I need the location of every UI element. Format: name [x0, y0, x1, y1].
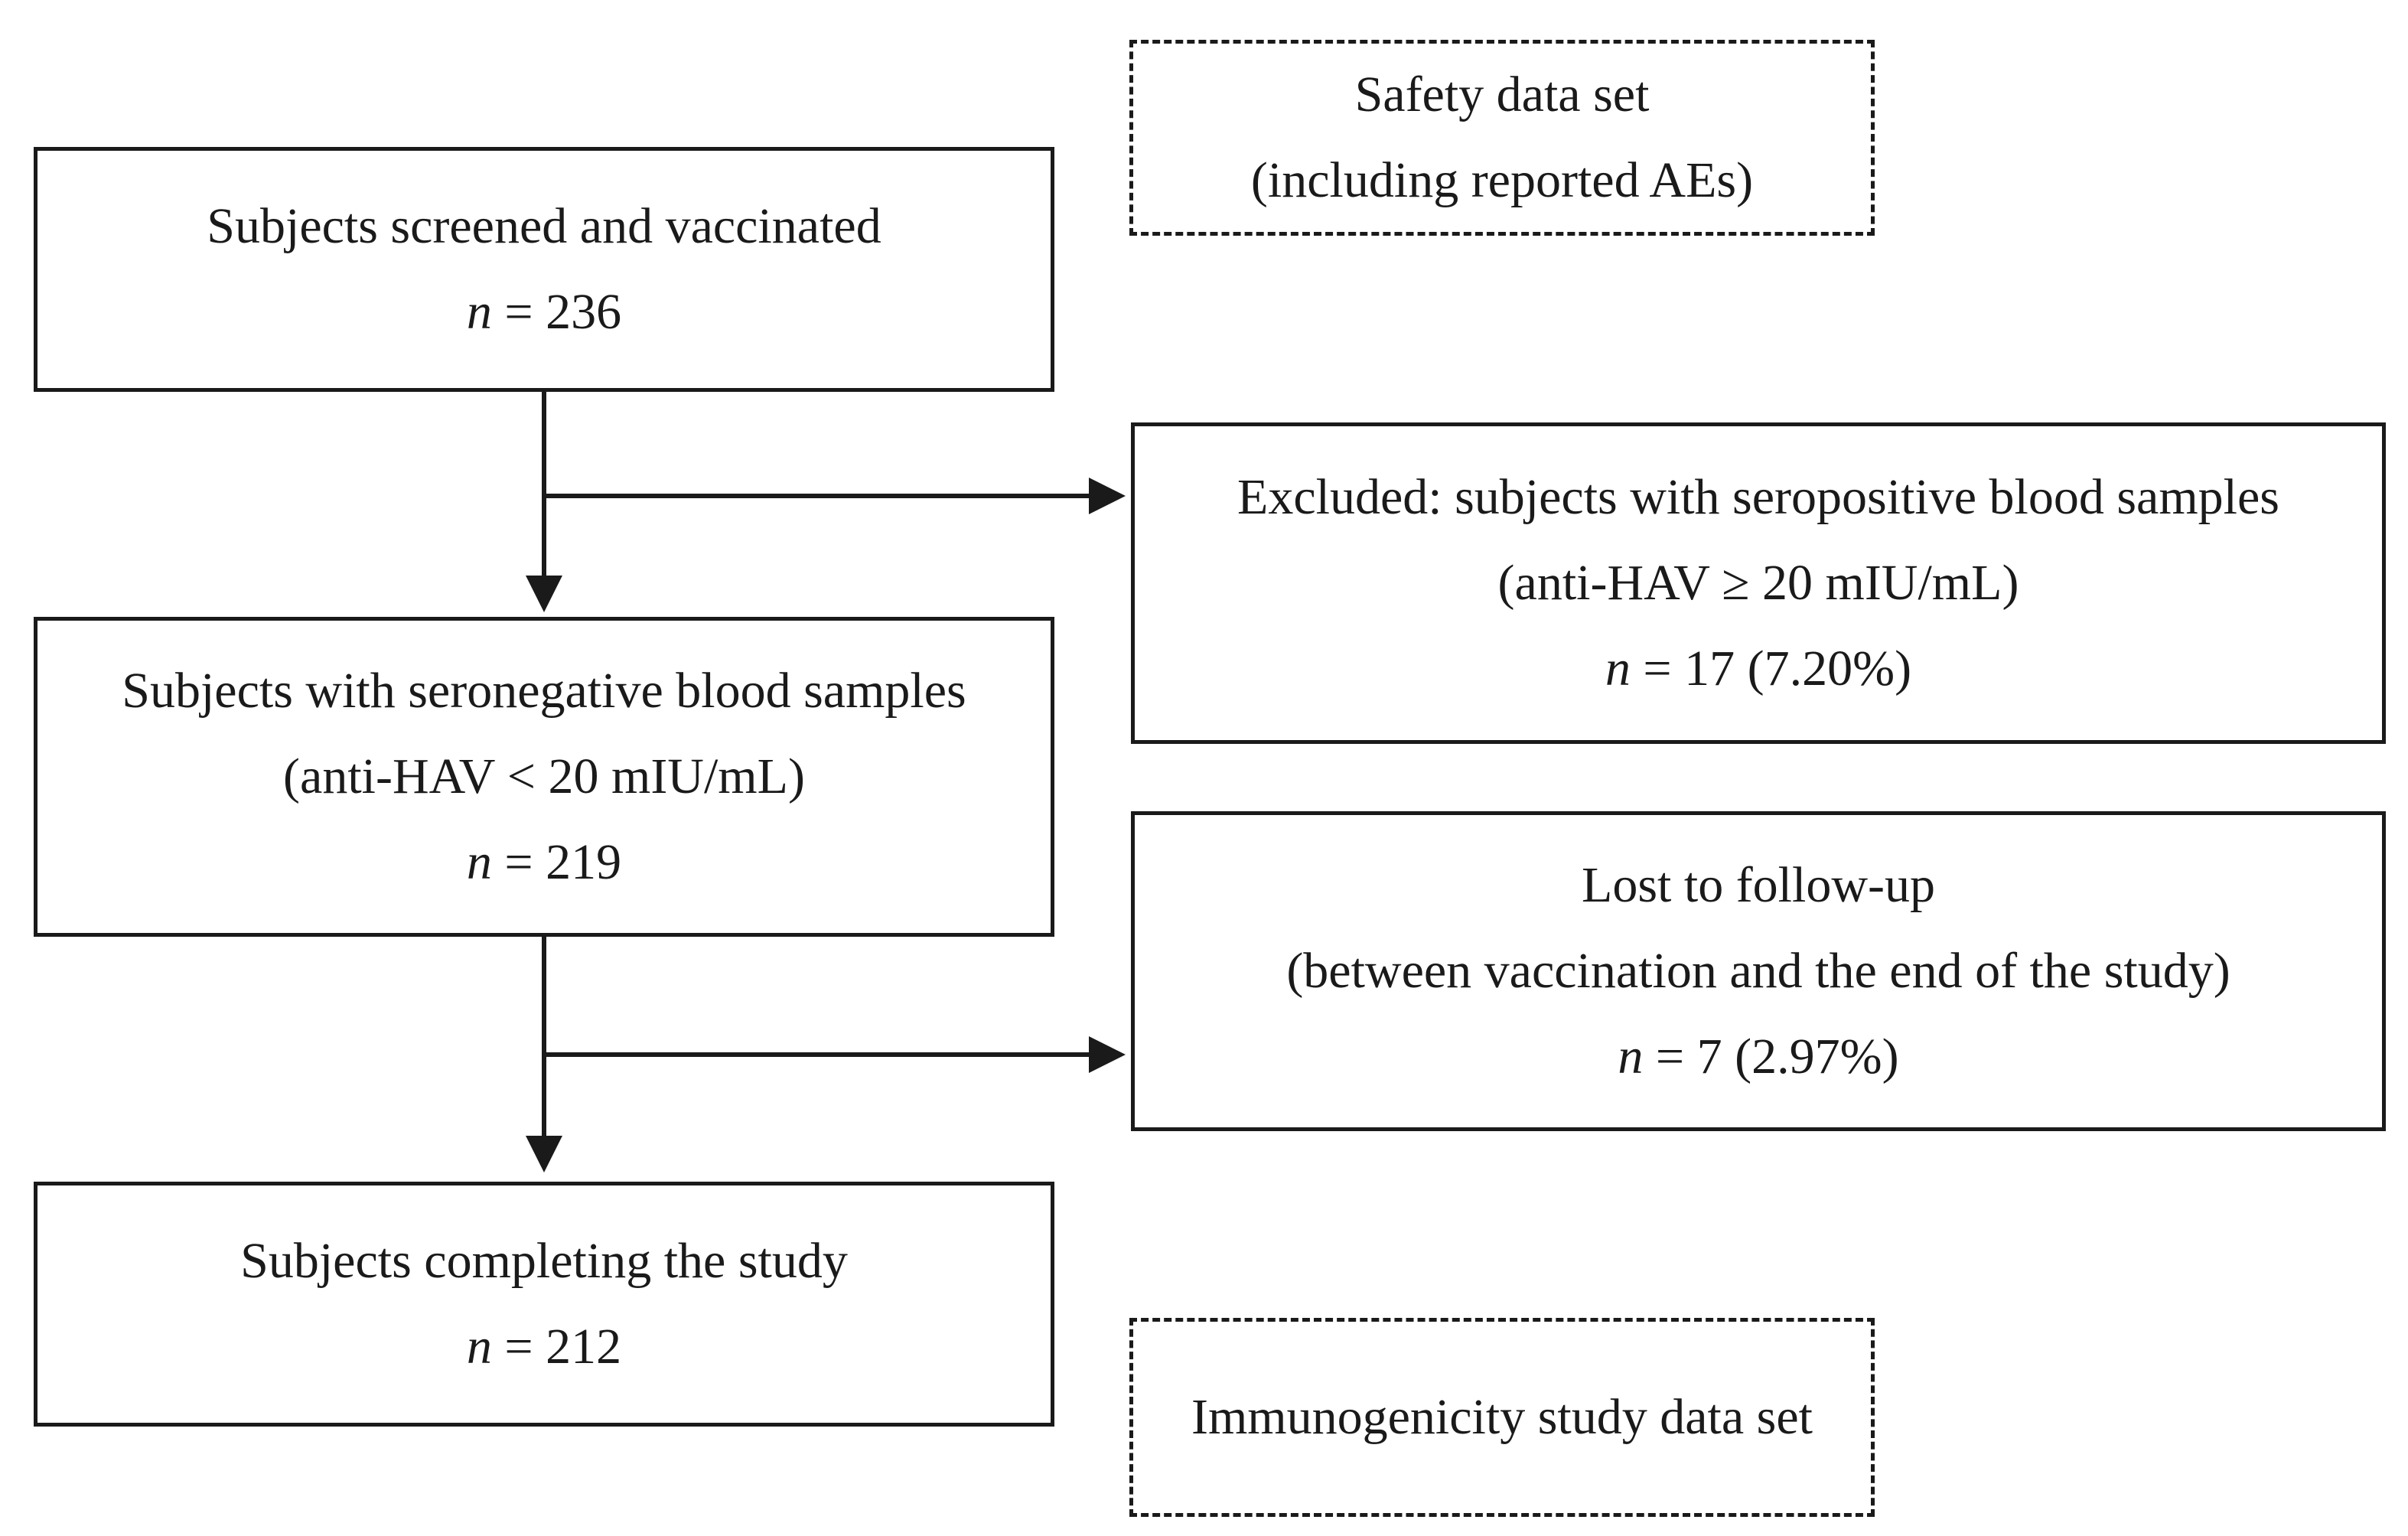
safety-data-set-note: (including reported AEs)	[1250, 152, 1754, 208]
seronegative-criterion: (anti-HAV < 20 mIU/mL)	[283, 748, 805, 804]
lost-label: Lost to follow-up	[1582, 857, 1935, 913]
completed-label: Subjects completing the study	[240, 1233, 848, 1289]
screened-label: Subjects screened and vaccinated	[207, 198, 881, 254]
lost-count-value: = 7 (2.97%)	[1643, 1029, 1899, 1084]
immunogenicity-data-set-box: Immunogenicity study data set	[1129, 1318, 1875, 1517]
excluded-criterion: (anti-HAV ≥ 20 mIU/mL)	[1497, 555, 2019, 611]
completed-count: n = 212	[467, 1304, 621, 1390]
excluded-box: Excluded: subjects with seropositive blo…	[1131, 422, 2386, 744]
seronegative-box: Subjects with seronegative blood samples…	[34, 617, 1054, 937]
lost-to-follow-up-box: Lost to follow-up (between vaccination a…	[1131, 811, 2386, 1131]
completed-count-value: = 212	[491, 1319, 622, 1375]
n-symbol: n	[466, 834, 492, 890]
excluded-count-value: = 17 (7.20%)	[1630, 641, 1912, 696]
excluded-label: Excluded: subjects with seropositive blo…	[1237, 469, 2279, 525]
excluded-count: n = 17 (7.20%)	[1605, 626, 1911, 712]
screened-count-value: = 236	[491, 284, 622, 340]
seronegative-count-value: = 219	[491, 834, 622, 890]
screened-box: Subjects screened and vaccinated n = 236	[34, 147, 1054, 392]
n-symbol: n	[466, 284, 492, 340]
seronegative-count: n = 219	[467, 820, 621, 905]
n-symbol: n	[1618, 1029, 1644, 1084]
safety-data-set-title: Safety data set	[1354, 67, 1650, 122]
n-symbol: n	[466, 1319, 492, 1375]
completed-box: Subjects completing the study n = 212	[34, 1182, 1054, 1427]
screened-count: n = 236	[467, 269, 621, 355]
immunogenicity-data-set-label: Immunogenicity study data set	[1191, 1389, 1813, 1445]
lost-detail: (between vaccination and the end of the …	[1286, 943, 2230, 999]
seronegative-label: Subjects with seronegative blood samples	[122, 663, 966, 719]
n-symbol: n	[1605, 641, 1631, 696]
lost-count: n = 7 (2.97%)	[1618, 1014, 1898, 1100]
safety-data-set-box: Safety data set (including reported AEs)	[1129, 40, 1875, 236]
